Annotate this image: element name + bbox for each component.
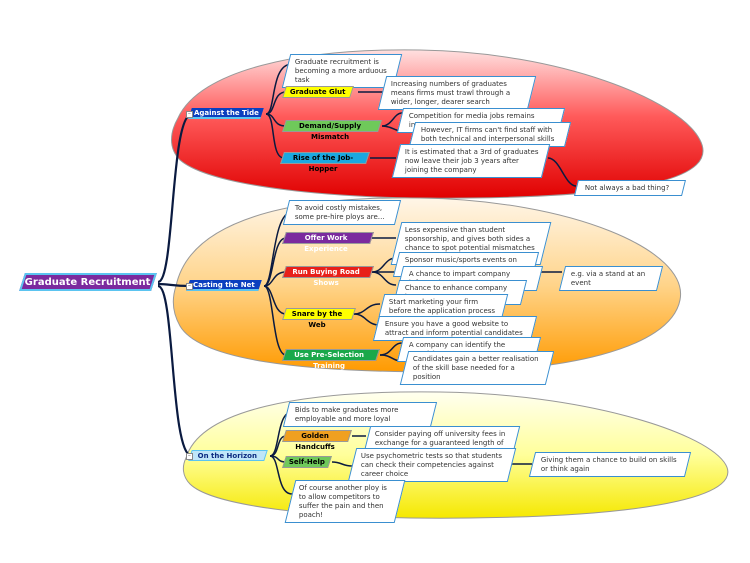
- root-topic-label: Graduate Recruitment: [24, 277, 151, 288]
- topic-offer-work-experience[interactable]: Offer Work Experience: [282, 232, 374, 253]
- note-graduate-glut[interactable]: Increasing numbers of graduates means fi…: [377, 76, 537, 110]
- branch-on-the-horizon[interactable]: On the Horizon: [188, 450, 268, 461]
- note-build-on-skills[interactable]: Giving them a chance to build on skills …: [528, 452, 692, 477]
- topic-rise-of-job-hopper[interactable]: Rise of the Job-Hopper: [280, 152, 370, 173]
- topic-golden-handcuffs[interactable]: Golden Handcuffs: [282, 430, 352, 451]
- note-not-always-bad[interactable]: Not always a bad thing?: [574, 180, 686, 196]
- collapse-toggle-on-the-horizon[interactable]: −: [186, 453, 193, 460]
- note-via-stand[interactable]: e.g. via a stand at an event: [558, 266, 664, 291]
- note-poach[interactable]: Of course another ploy is to allow compe…: [284, 480, 406, 523]
- note-job-hopper[interactable]: It is estimated that a 3rd of graduates …: [391, 144, 551, 178]
- note-more-employable[interactable]: Bids to make graduates more employable a…: [282, 402, 438, 427]
- note-skill-base[interactable]: Candidates gain a better realisation of …: [399, 351, 555, 385]
- root-connectors: [157, 112, 193, 458]
- topic-demand-supply-mismatch[interactable]: Demand/Supply Mismatch: [282, 120, 382, 141]
- note-pre-hire-ploys[interactable]: To avoid costly mistakes, some pre-hire …: [282, 200, 402, 225]
- topic-snare-by-the-web[interactable]: Snare by the Web: [282, 308, 356, 329]
- topic-use-pre-selection-training[interactable]: Use Pre-Selection Training: [282, 349, 380, 370]
- root-topic[interactable]: Graduate Recruitment: [19, 273, 157, 291]
- note-psychometric-tests[interactable]: Use psychometric tests so that students …: [347, 448, 517, 482]
- collapse-toggle-against-the-tide[interactable]: −: [186, 111, 193, 118]
- branch-casting-the-net[interactable]: Casting the Net: [186, 280, 262, 291]
- topic-run-buying-road-shows[interactable]: Run Buying Road Shows: [282, 266, 374, 287]
- topic-self-help[interactable]: Self-Help: [282, 456, 332, 468]
- topic-graduate-glut[interactable]: Graduate Glut: [282, 86, 354, 98]
- collapse-toggle-casting-the-net[interactable]: −: [186, 283, 193, 290]
- branch-against-the-tide[interactable]: Against the Tide: [188, 108, 264, 119]
